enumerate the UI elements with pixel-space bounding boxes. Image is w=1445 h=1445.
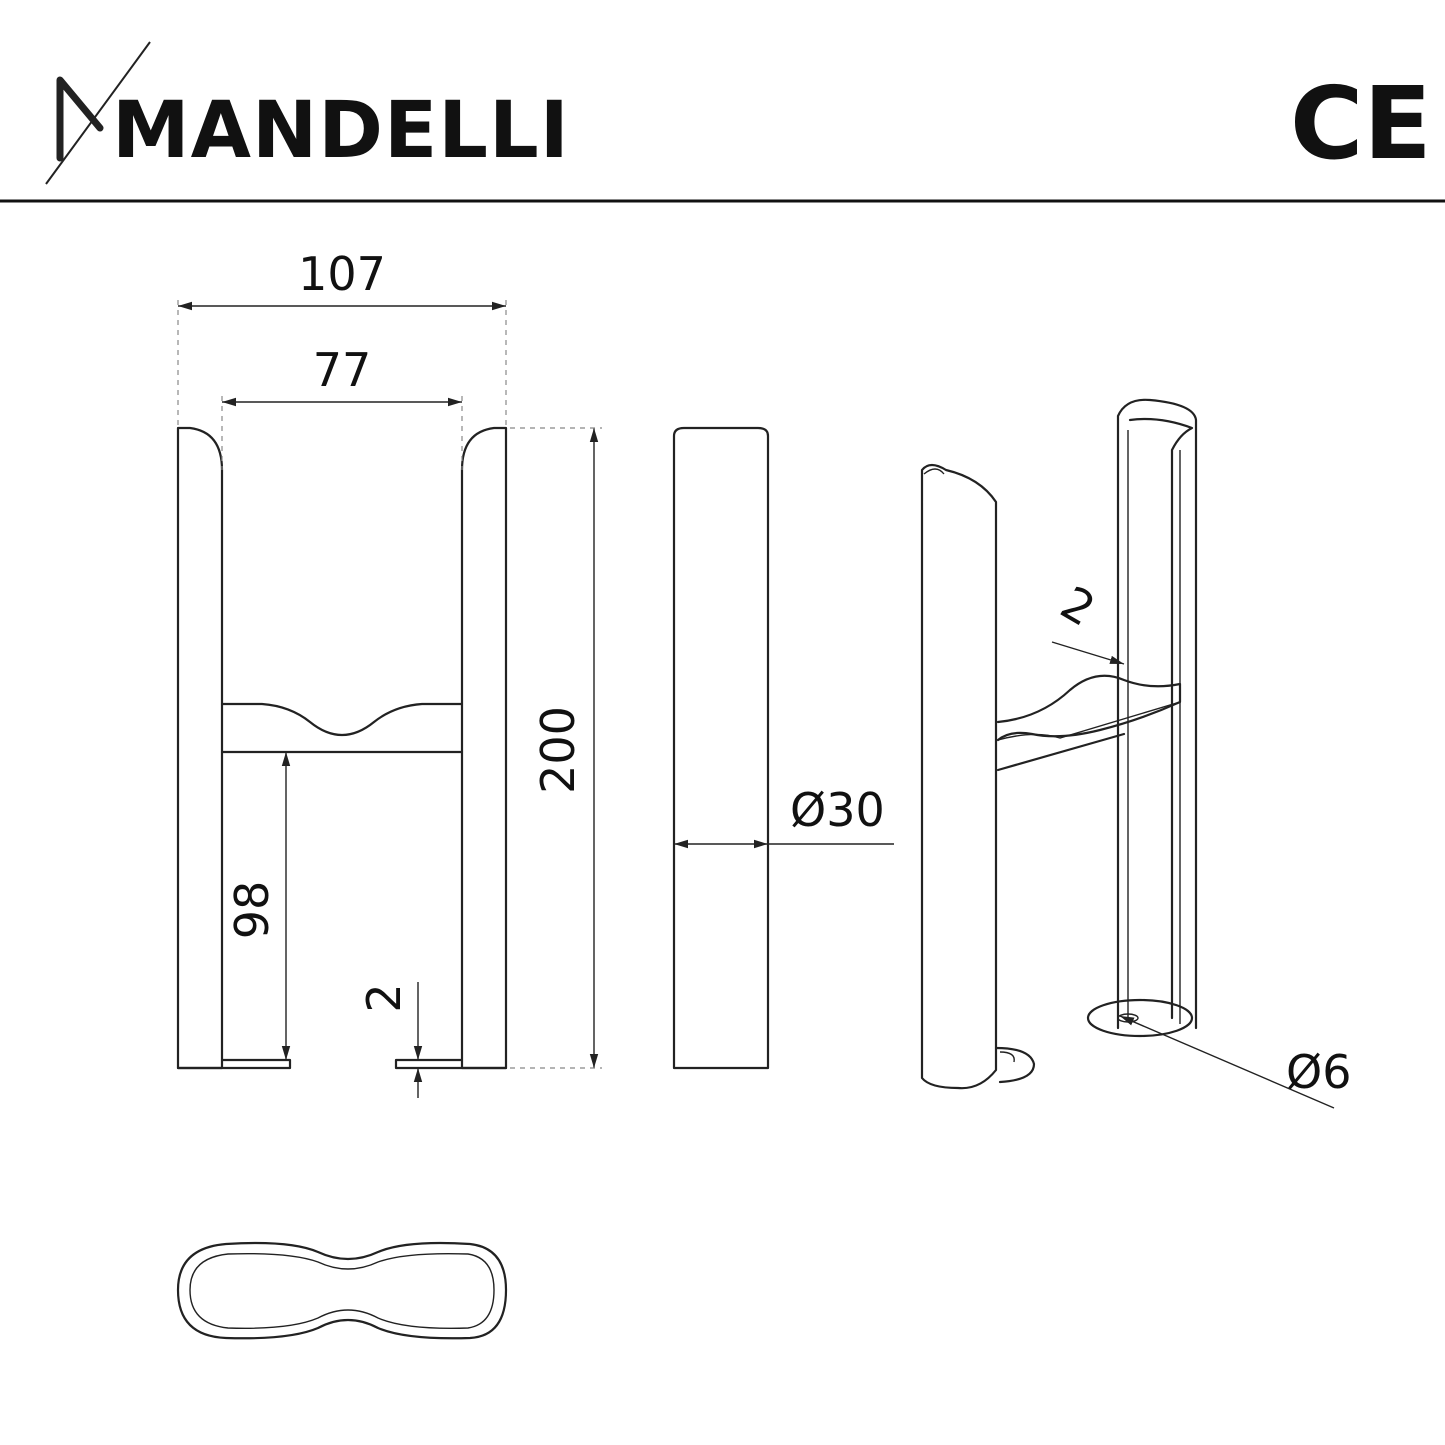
diameter-label: Ø30 xyxy=(790,783,885,837)
iso-cross-bar-bottom xyxy=(996,732,1126,772)
hole-diameter-leader xyxy=(1119,1015,1335,1109)
left-leg xyxy=(176,426,224,1070)
iso-cross-bar-top xyxy=(996,674,1182,742)
side-view: Ø30 xyxy=(672,426,894,1070)
overall-width-label: 107 xyxy=(298,247,386,301)
left-base-plate xyxy=(176,1058,292,1070)
bar-height-label: 98 xyxy=(225,881,279,940)
iso-left-base-plate xyxy=(994,1046,1036,1084)
right-base-plate xyxy=(394,1058,508,1070)
height-label: 200 xyxy=(531,706,585,794)
iso-left-base-hole xyxy=(999,1051,1015,1063)
iso-left-tube xyxy=(920,463,998,1090)
iso-right-base-plate xyxy=(1086,998,1194,1038)
hole-diameter-label: Ø6 xyxy=(1286,1045,1351,1099)
brand-logo: MANDELLI xyxy=(45,41,570,185)
section-outline-inner xyxy=(189,1252,495,1329)
iso-cross-bar-face xyxy=(997,701,1181,741)
plate-thickness-label: 2 xyxy=(1052,575,1104,636)
inner-width-label: 77 xyxy=(313,343,372,397)
brand-name: MANDELLI xyxy=(112,86,570,176)
right-leg xyxy=(460,426,508,1070)
ce-mark: CE xyxy=(1290,65,1432,182)
iso-right-tube-inner xyxy=(1128,417,1194,1020)
side-tube xyxy=(672,426,770,1070)
iso-right-tube-outer xyxy=(1116,398,1198,1030)
base-thickness-label: 2 xyxy=(357,983,411,1012)
logo-m-stroke xyxy=(56,76,104,162)
isometric-view: 2 Ø6 xyxy=(920,398,1351,1109)
cross-bar-top xyxy=(220,702,464,736)
section-outline-outer xyxy=(176,1241,508,1340)
cross-section-view xyxy=(176,1241,508,1340)
logo-slash-line xyxy=(45,41,151,185)
front-view: 107 77 200 98 2 xyxy=(176,247,602,1098)
plate-thickness-leader xyxy=(1051,641,1125,665)
iso-left-tube-lip xyxy=(923,468,945,475)
